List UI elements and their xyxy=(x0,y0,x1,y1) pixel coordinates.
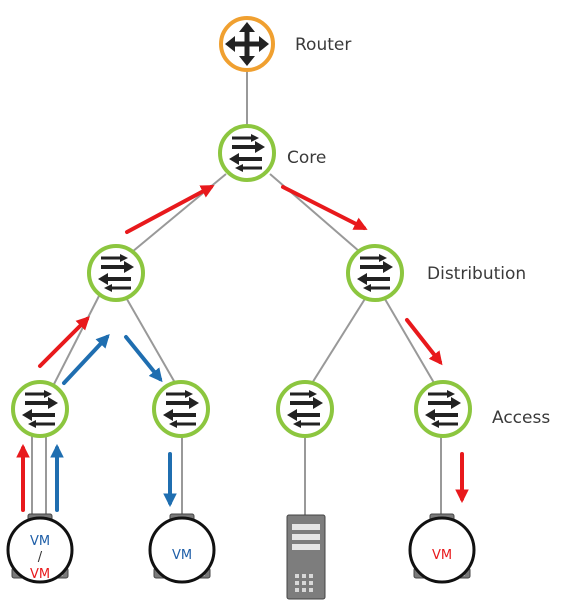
vm-host-1-label-top: VM xyxy=(30,534,50,549)
distribution-switch-right xyxy=(346,244,404,302)
vm-host-2-label: VM xyxy=(172,548,192,563)
link-dist-left-access-1 xyxy=(51,293,101,389)
router-label: Router xyxy=(295,35,351,55)
vm-host-4 xyxy=(408,513,476,584)
access-switch-4 xyxy=(414,380,472,438)
distribution-label: Distribution xyxy=(427,264,526,284)
core-label: Core xyxy=(287,148,326,168)
link-dist-right-access-4 xyxy=(381,293,438,389)
vm-host-1-separator: / xyxy=(38,550,43,565)
red-arrow-access-to-dist xyxy=(38,316,90,368)
router-node xyxy=(219,16,275,72)
red-arrow-dist-to-core xyxy=(125,185,215,234)
link-dist-left-access-2 xyxy=(123,293,179,389)
vm-host-1-label-bottom: VM xyxy=(30,567,50,582)
red-arrow-dist-to-access xyxy=(405,318,443,366)
red-arrow-core-to-dist xyxy=(281,185,368,230)
vm-host-1 xyxy=(6,513,74,584)
server-tower-icon xyxy=(286,514,326,600)
link-dist-right-access-3 xyxy=(308,293,369,389)
distribution-switch-left xyxy=(87,244,145,302)
vm-host-2 xyxy=(148,513,216,584)
access-label: Access xyxy=(492,408,550,428)
access-switch-2 xyxy=(152,380,210,438)
vm-host-4-label: VM xyxy=(432,548,452,563)
blue-arrow-access-to-dist xyxy=(62,334,110,385)
access-switch-3 xyxy=(276,380,334,438)
blue-arrow-dist-to-access xyxy=(124,335,163,383)
core-switch xyxy=(218,124,276,182)
traffic-flows xyxy=(16,185,469,512)
access-switch-1 xyxy=(11,380,69,438)
